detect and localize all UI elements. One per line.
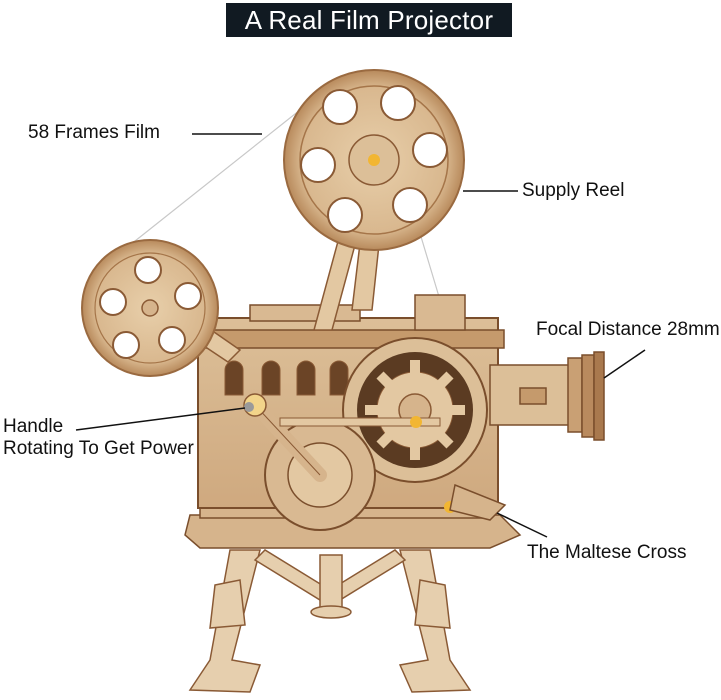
- page-title: A Real Film Projector: [226, 3, 512, 37]
- lens-assembly: [489, 351, 605, 441]
- label-handle: Handle: [3, 416, 64, 437]
- label-maltese-cross: The Maltese Cross: [527, 542, 687, 563]
- takeup-reel: [81, 239, 219, 377]
- leader-lines: [75, 133, 646, 538]
- supply-reel: [283, 69, 465, 251]
- label-rotating-power: Rotating To Get Power: [3, 438, 194, 459]
- projector-body: [191, 294, 507, 531]
- label-supply-reel: Supply Reel: [522, 180, 625, 201]
- tripod-stand: [188, 549, 472, 693]
- label-frames-film: 58 Frames Film: [28, 122, 160, 143]
- label-focal-distance: Focal Distance 28mm: [536, 319, 720, 340]
